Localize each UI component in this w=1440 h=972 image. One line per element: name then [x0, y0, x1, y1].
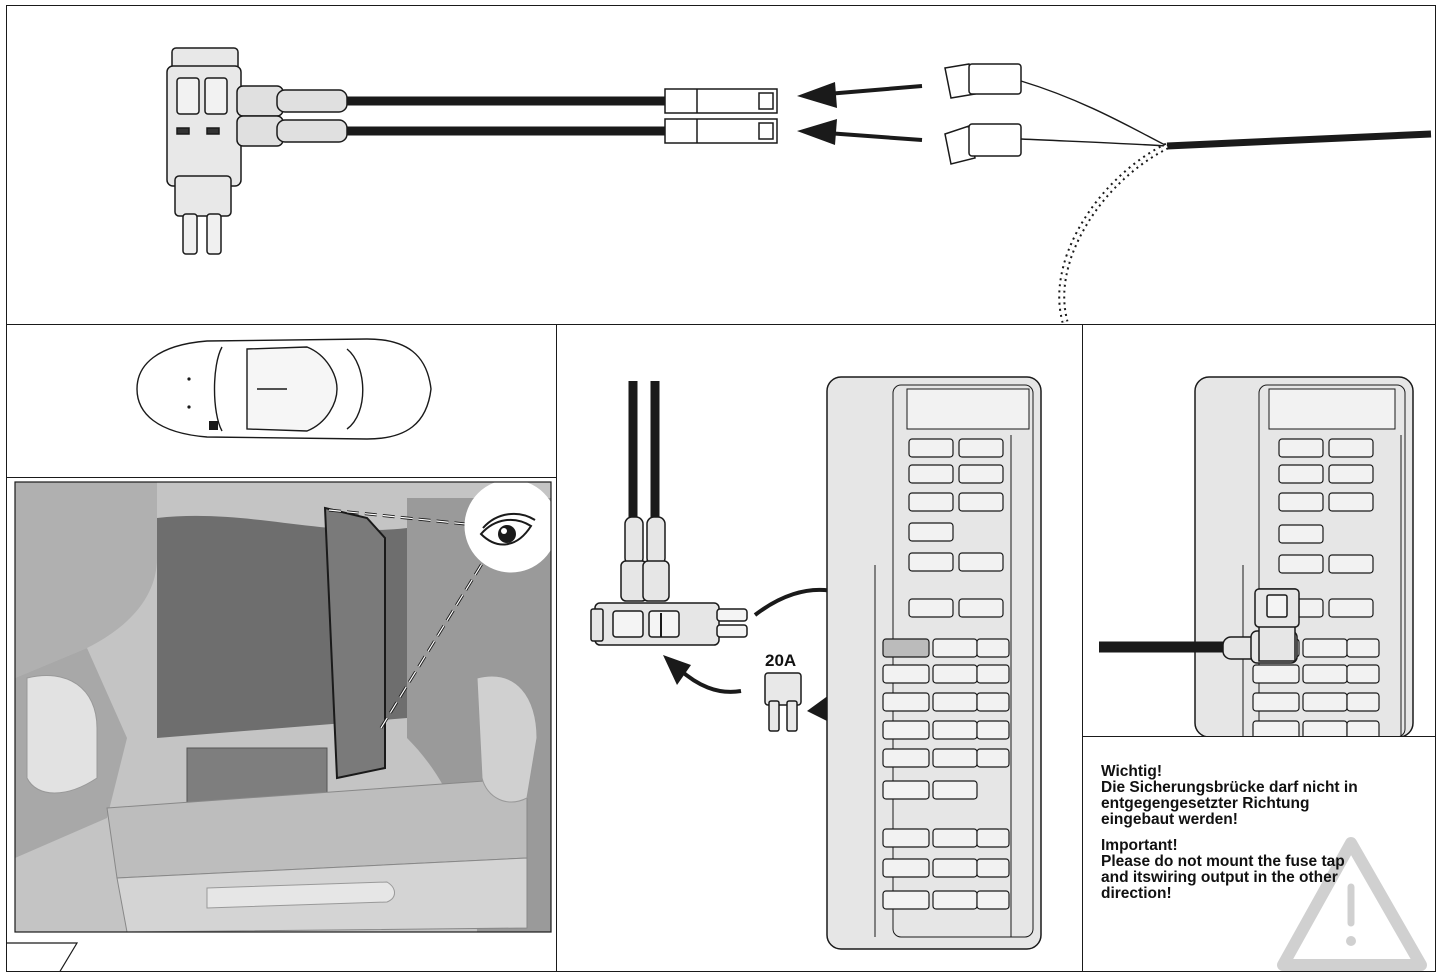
warning-triangle-icon	[1277, 837, 1427, 971]
fusebox-installed	[1194, 376, 1414, 737]
warning-german-line-1: Die Sicherungsbrücke darf nicht in	[1101, 779, 1358, 796]
twisted-wire-highlight	[1060, 144, 1168, 323]
warning-german: Wichtig! Die Sicherungsbrücke darf nicht…	[1101, 764, 1421, 828]
warning-english-heading: Important!	[1101, 837, 1178, 854]
footwell-fusebox-illustration	[7, 479, 557, 971]
car-top-view	[136, 338, 432, 440]
warning-german-line-3: eingebaut werden!	[1101, 811, 1238, 828]
installed-fuse-tap	[1222, 588, 1300, 664]
warning-english: Important! Please do not mount the fuse …	[1101, 838, 1421, 902]
eye-icon	[479, 512, 536, 546]
warning-german-line-2: entgegengesetzter Richtung	[1101, 795, 1310, 812]
warning-english-line-3: direction!	[1101, 885, 1172, 902]
thin-wires	[1020, 80, 1168, 147]
fusebox	[826, 376, 1042, 950]
fuse-insertion-drawing: 20A	[590, 376, 1042, 950]
fuse-tap-side-view	[590, 516, 748, 646]
installation-warning: Wichtig! Die Sicherungsbrücke darf nicht…	[1101, 764, 1421, 912]
receiving-connectors	[944, 63, 1022, 165]
warning-english-line-1: Please do not mount the fuse tap	[1101, 853, 1345, 870]
output-cable	[1166, 130, 1432, 150]
interior-panel	[6, 477, 558, 972]
install-location-marker	[209, 421, 218, 430]
flat-connectors	[664, 88, 778, 144]
car-location-panel	[6, 324, 558, 479]
installed-tap-panel	[1082, 324, 1436, 738]
fuse-tap-wires	[347, 96, 667, 136]
wire-sleeves	[236, 85, 348, 147]
fuse-tap-wiring-drawing	[166, 47, 1432, 323]
warning-english-line-2: and itswiring output in the other	[1101, 869, 1338, 886]
fusebox-insertion-panel: 20A	[556, 324, 1084, 972]
warning-panel	[1082, 736, 1436, 972]
fusebox-cover	[323, 506, 386, 780]
insert-arrows	[797, 82, 923, 145]
fuse-tap-body	[166, 47, 242, 255]
arrow-fuse-to-tap	[677, 667, 742, 694]
top-panel	[6, 5, 1436, 326]
mini-fuse-20a	[764, 672, 802, 732]
installed-fuse-tap-drawing	[1099, 376, 1414, 737]
page-corner-mark	[7, 942, 79, 971]
warning-german-heading: Wichtig!	[1101, 763, 1162, 780]
fuse-rating-label: 20A	[765, 651, 796, 670]
supply-wires	[628, 381, 660, 521]
